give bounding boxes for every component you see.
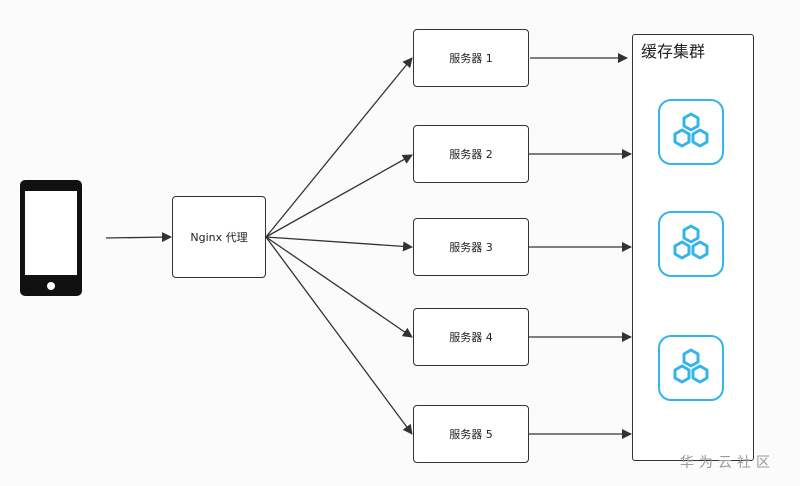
mobile-phone-icon <box>20 180 82 296</box>
nginx-proxy-node[interactable]: Nginx 代理 <box>172 196 266 278</box>
arrow-proxy-to-server-3 <box>265 236 413 252</box>
server-label: 服务器 1 <box>449 52 493 65</box>
arrow-proxy-to-server-5 <box>265 236 413 435</box>
server-node-1[interactable]: 服务器 1 <box>413 29 529 87</box>
arrow-proxy-to-server-2 <box>265 154 413 238</box>
cache-cluster-title: 缓存集群 <box>641 42 706 61</box>
nginx-proxy-label: Nginx 代理 <box>190 231 248 244</box>
cache-cluster-container[interactable]: 缓存集群 <box>632 34 754 461</box>
arrow-proxy-to-server-4 <box>265 236 413 338</box>
server-node-5[interactable]: 服务器 5 <box>413 405 529 463</box>
arrow-client-to-proxy <box>105 232 172 243</box>
arrow-proxy-to-server-1 <box>265 57 413 238</box>
server-node-2[interactable]: 服务器 2 <box>413 125 529 183</box>
server-label: 服务器 2 <box>449 148 493 161</box>
server-label: 服务器 5 <box>449 428 493 441</box>
server-label: 服务器 3 <box>449 241 493 254</box>
cache-node-icon <box>658 99 724 165</box>
server-node-4[interactable]: 服务器 4 <box>413 308 529 366</box>
cache-node-icon <box>658 335 724 401</box>
watermark-text: 华为云社区 <box>680 455 775 471</box>
server-node-3[interactable]: 服务器 3 <box>413 218 529 276</box>
cache-node-icon <box>658 211 724 277</box>
server-label: 服务器 4 <box>449 331 493 344</box>
